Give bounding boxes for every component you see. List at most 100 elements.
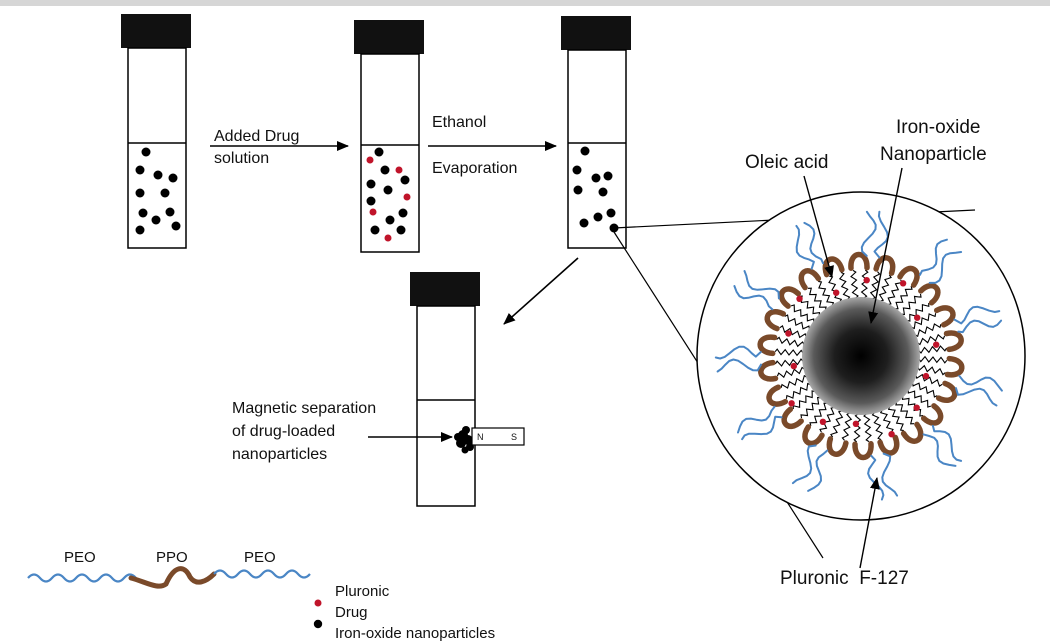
oleic-acid-tail [774,348,804,357]
oleic-acid-tail [776,366,805,379]
peo-chain [953,305,1001,325]
vial-4: N S [410,272,525,507]
oleic-acid-tail [914,323,942,338]
oleic-acid-tail [906,302,930,322]
label-added-drug-1: Added Drug [214,128,299,145]
ppo-segment [877,434,900,456]
peo-chain [803,221,824,265]
iron-oxide-core [802,297,920,415]
vial-3 [561,16,631,249]
oleic-acid-tail [869,271,881,300]
ppo-segment [920,403,944,426]
label-magnetic-3: nanoparticles [232,446,327,463]
label-oleic-acid: Oleic acid [745,152,828,173]
peo-chain [733,285,774,311]
peo-chain [928,251,963,284]
ppo-segment [778,286,802,309]
oleic-acid-tail [790,304,815,323]
micelle-chains [714,210,1003,501]
ppo-segment [764,309,787,332]
oleic-acid-tail [878,274,892,302]
oleic-acid-tail [887,406,904,432]
peo-chain [737,405,776,434]
drug-particle [933,341,940,348]
drug-particle [788,400,795,407]
legend-iron-label: Iron-oxide nanoparticles [335,625,495,642]
label-added-drug-2: solution [214,150,269,167]
label-evaporation: Evaporation [432,160,517,177]
oleic-acid-tail [779,325,807,339]
vial-3-cap [561,16,631,50]
oleic-acid-tail [887,279,903,306]
ppo-segment [766,384,789,407]
oleic-acid-tail [828,275,843,303]
oleic-acid-tail [901,396,924,417]
oleic-acid-tail [911,313,937,330]
top-window-bar [0,0,1050,6]
label-ethanol: Ethanol [432,114,486,131]
oleic-acid-tail [850,269,859,299]
peo-chain [791,444,817,485]
oleic-acid-tail [841,412,853,441]
peo-chain [741,415,783,441]
legend-drug-dot [314,599,322,607]
oleic-acid-tail [911,382,938,398]
legend-drug-label: Drug [335,604,368,621]
vial-1-body [127,47,187,249]
oleic-acid-tail [838,271,851,300]
oleic-acid-tail [863,413,872,443]
label-iron-oxide-1: Iron-oxide [896,117,981,138]
legend-ppo-chain [128,566,217,589]
ppo-segment [848,251,870,271]
legend-iron-dot [313,619,323,629]
oleic-acid-tail [917,333,946,346]
oleic-acid-tail [780,374,808,389]
drug-particle [913,404,920,411]
ppo-segment [943,330,964,353]
vial-1-cap [121,14,191,48]
oleic-acid-tail [830,410,844,438]
oleic-acid-tail [901,293,922,316]
oleic-acid-tail [800,396,821,419]
oleic-acid-tail [895,401,915,425]
ppo-segment [897,265,920,288]
legend-pluronic-label: Pluronic [335,583,390,600]
label-magnetic-1: Magnetic separation [232,400,376,417]
micelle-zoom-view [696,191,1026,521]
oleic-acid-tail [894,285,913,310]
drug-particle [819,418,827,425]
peo-chain [743,270,780,300]
ppo-segment [933,305,956,328]
drug-particle [852,420,860,427]
magnet-n-label: N [477,432,484,442]
peo-chain [919,238,948,276]
vial-1-iron-particles [135,147,181,235]
peo-chain [955,387,998,407]
oleic-acid-tail [807,287,827,311]
vial-2-cap [354,20,424,54]
pointer-pluronic [859,477,880,569]
ppo-segment [944,355,965,378]
oleic-acid-tail [819,406,835,433]
ppo-segment [852,441,874,461]
vial-2-iron-particles [366,147,410,235]
peo-chain [958,374,1003,392]
ppo-segment [918,283,941,306]
label-iron-oxide-2: Nanoparticle [880,144,987,165]
legend-peo-left-label: PEO [64,549,96,566]
vial-2-drug-particles [366,156,411,242]
magnet-s-label: S [511,432,517,442]
legend-peo-right-chain [213,569,311,579]
peo-chain [807,449,829,492]
drug-particle [914,314,921,321]
drug-particle [833,289,840,296]
ppo-segment [826,436,849,457]
oleic-acid-tail [871,412,884,441]
oleic-acid-tail [917,364,946,376]
label-magnetic-2: of drug-loaded [232,423,335,440]
oleic-acid-tail [853,413,862,443]
peo-chain [716,358,762,373]
label-pluronic-f127: Pluronic F-127 [780,568,909,589]
oleic-acid-tail [907,389,932,408]
peo-chain [714,345,762,360]
